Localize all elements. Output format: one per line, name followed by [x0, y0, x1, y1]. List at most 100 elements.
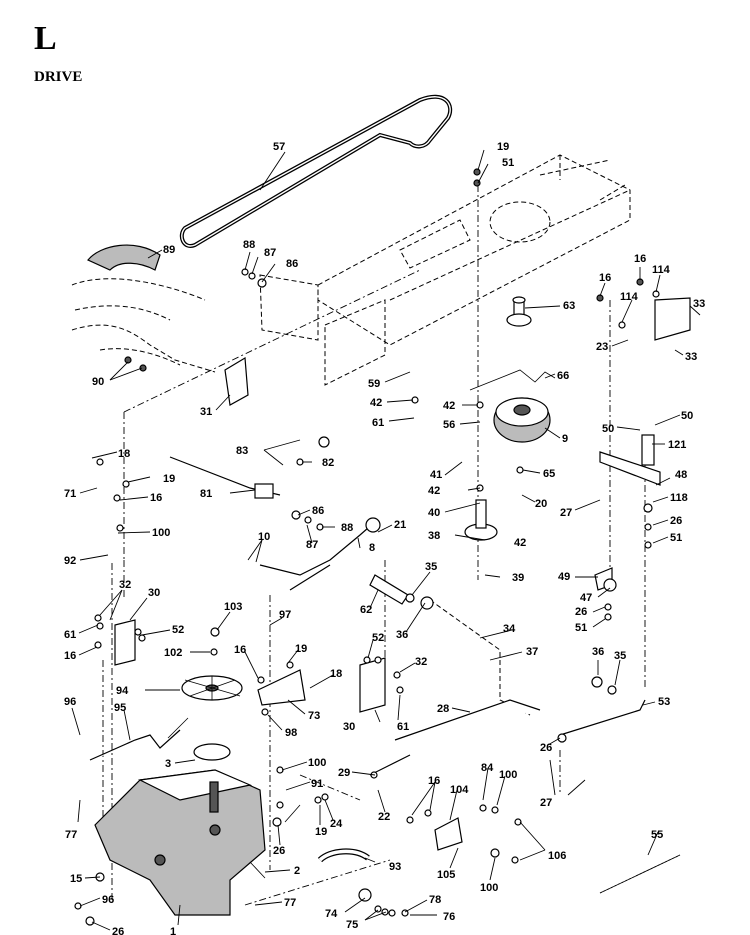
part-label: 51	[575, 622, 587, 634]
part-label: 83	[236, 445, 248, 457]
part-label: 100	[308, 757, 326, 769]
part-label: 9	[562, 433, 568, 445]
part-label: 73	[308, 710, 320, 722]
cover-drawing	[87, 244, 161, 271]
part-label: 18	[330, 668, 342, 680]
part-label: 42	[443, 400, 455, 412]
belt-drawing	[179, 94, 453, 248]
part-label: 36	[592, 646, 604, 658]
page-subtitle: DRIVE	[34, 69, 83, 85]
part-label: 40	[428, 507, 440, 519]
bushing-121-drawing	[641, 434, 655, 466]
part-label: 65	[543, 468, 555, 480]
part-label: 30	[148, 587, 160, 599]
part-label: 47	[580, 592, 592, 604]
part-label: 82	[322, 457, 334, 469]
part-label: 16	[634, 253, 646, 265]
spring-rod-drawing	[469, 369, 556, 391]
spring-2-drawing	[249, 861, 266, 879]
part-label: 114	[652, 264, 671, 276]
part-label: 51	[502, 157, 514, 169]
part-label: 49	[558, 571, 570, 583]
part-label: 19	[163, 473, 175, 485]
idler-pulley-drawing	[464, 499, 498, 541]
part-label: 61	[64, 629, 76, 641]
part-label: 94	[116, 685, 129, 697]
part-label: 34	[503, 623, 516, 635]
part-label: 48	[675, 469, 687, 481]
lever-drawing	[259, 527, 369, 576]
part-label: 53	[658, 696, 670, 708]
part-label: 38	[428, 530, 440, 542]
part-label: 16	[428, 775, 440, 787]
part-label: 35	[425, 561, 437, 573]
clutch-drawing	[493, 397, 551, 443]
part-label: 19	[315, 826, 327, 838]
part-label: 121	[668, 439, 686, 451]
part-label: 92	[64, 555, 76, 567]
part-label: 50	[602, 423, 614, 435]
part-label: 74	[325, 908, 338, 920]
part-label: 10	[258, 531, 270, 543]
part-label: 55	[651, 829, 663, 841]
part-label: 98	[285, 727, 297, 739]
part-label: 42	[370, 397, 382, 409]
part-label: 100	[152, 527, 170, 539]
part-label: 105	[437, 869, 455, 881]
spring-25-drawing	[284, 804, 301, 823]
part-label: 22	[378, 811, 390, 823]
part-label: 21	[394, 519, 406, 531]
part-label: 16	[599, 272, 611, 284]
seat-area-drawing	[71, 278, 216, 373]
part-label: 29	[338, 767, 350, 779]
part-label: 78	[429, 894, 441, 906]
part-label: 28	[437, 703, 449, 715]
part-label: 61	[372, 417, 384, 429]
part-label: 96	[64, 696, 76, 708]
part-label: 93	[389, 861, 401, 873]
part-label: 102	[164, 647, 182, 659]
part-label: 91	[311, 778, 323, 790]
spring-95-drawing	[167, 717, 189, 739]
part-label: 103	[224, 601, 242, 613]
part-label: 86	[286, 258, 298, 270]
part-label: 27	[560, 507, 572, 519]
leader-lines	[71, 149, 701, 931]
part-label: 75	[346, 919, 358, 931]
part-label: 104	[450, 784, 469, 796]
part-label: 88	[243, 239, 255, 251]
part-label: 59	[368, 378, 380, 390]
part-label: 31	[200, 406, 212, 418]
part-label: 42	[514, 537, 526, 549]
part-label: 87	[306, 539, 318, 551]
bracket-73-drawing	[257, 669, 306, 706]
part-label: 56	[443, 419, 455, 431]
pulley-3-drawing	[193, 743, 231, 761]
part-label: 26	[670, 515, 682, 527]
rod-block-drawing	[254, 483, 274, 499]
transaxle-drawing	[94, 769, 266, 916]
bracket-30-left-drawing	[114, 619, 136, 666]
fan-drawing	[181, 675, 243, 701]
part-label: 33	[693, 298, 705, 310]
part-label: 3	[165, 758, 171, 770]
part-label: 30	[343, 721, 355, 733]
tube-drawing	[369, 574, 409, 605]
page-title: L	[34, 20, 57, 57]
part-label: 42	[428, 485, 440, 497]
part-label: 8	[369, 542, 375, 554]
part-label: 41	[430, 469, 442, 481]
bracket-48-drawing	[599, 451, 661, 486]
part-label: 19	[295, 643, 307, 655]
part-label: 26	[273, 845, 285, 857]
frame-drawing	[259, 154, 631, 386]
part-label: 16	[234, 644, 246, 656]
shaft-95-drawing	[89, 729, 181, 761]
part-labels: 57 19 51 89 88 87 86 63 16 16 114 114 33…	[64, 141, 705, 935]
fasteners	[74, 168, 660, 926]
part-label: 95	[114, 702, 126, 714]
part-label: 15	[70, 873, 82, 885]
part-label: 89	[163, 244, 175, 256]
part-label: 84	[481, 762, 494, 774]
part-label: 77	[65, 829, 77, 841]
